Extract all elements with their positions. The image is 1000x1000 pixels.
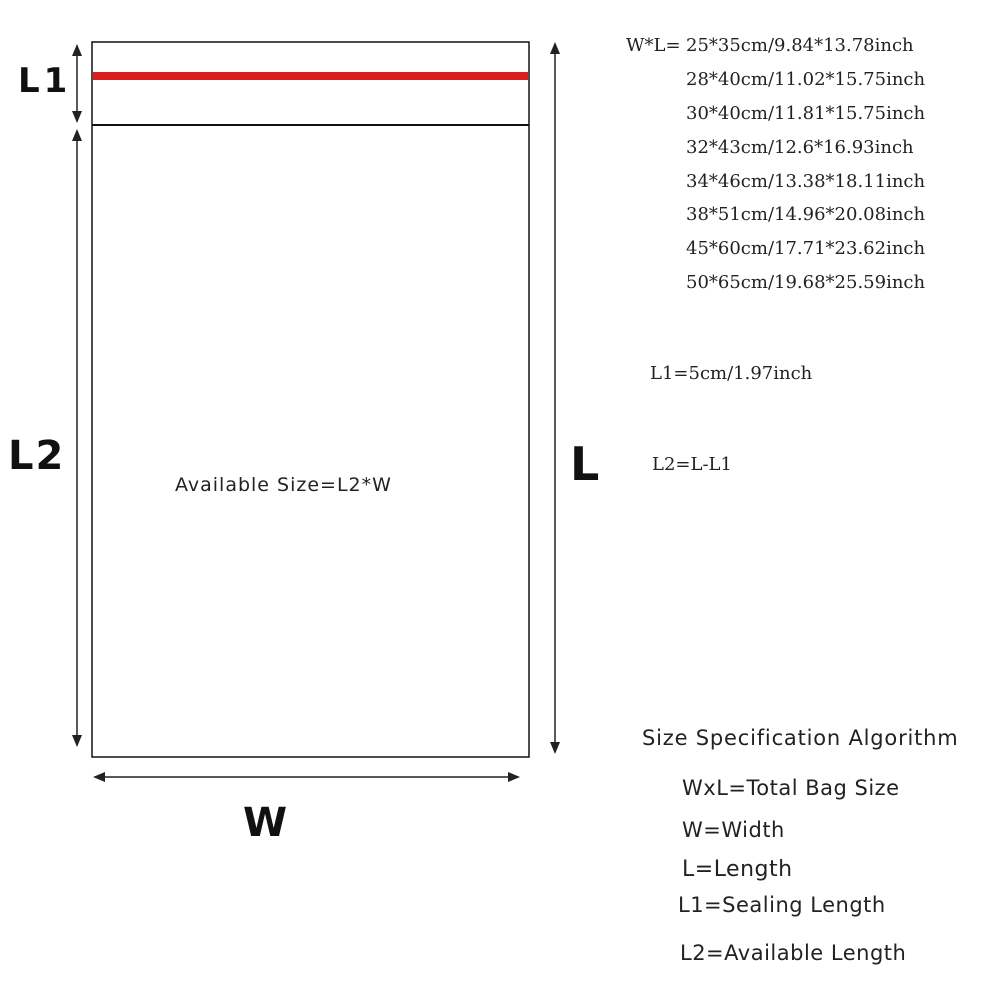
- available-size-label: Available Size=L2*W: [175, 474, 392, 496]
- w-label: W: [243, 800, 288, 846]
- size-item: 50*65cm/19.68*25.59inch: [686, 272, 926, 293]
- l1-formula: L1=5cm/1.97inch: [650, 363, 813, 384]
- size-item: 34*46cm/13.38*18.11inch: [686, 171, 926, 192]
- spec-item: L2=Available Length: [680, 941, 907, 965]
- l1-label: L1: [18, 61, 72, 101]
- size-item: 45*60cm/17.71*23.62inch: [686, 238, 926, 259]
- l-label: L: [570, 437, 600, 491]
- l2-label: L2: [8, 433, 66, 479]
- bag-outline: [91, 41, 530, 758]
- spec-item: WxL=Total Bag Size: [682, 776, 900, 800]
- spec-title: Size Specification Algorithm: [642, 726, 959, 750]
- size-item: 28*40cm/11.02*15.75inch: [686, 69, 926, 90]
- size-item: 38*51cm/14.96*20.08inch: [686, 204, 926, 225]
- size-item: 32*43cm/12.6*16.93inch: [686, 137, 914, 158]
- size-list-prefix: W*L=: [626, 35, 681, 56]
- spec-item: L=Length: [682, 857, 793, 882]
- size-item: 25*35cm/9.84*13.78inch: [686, 35, 914, 56]
- spec-item: W=Width: [682, 818, 785, 842]
- spec-item: L1=Sealing Length: [678, 893, 886, 917]
- l2-formula: L2=L-L1: [652, 454, 732, 475]
- size-item: 30*40cm/11.81*15.75inch: [686, 103, 926, 124]
- seal-strip: [93, 72, 528, 80]
